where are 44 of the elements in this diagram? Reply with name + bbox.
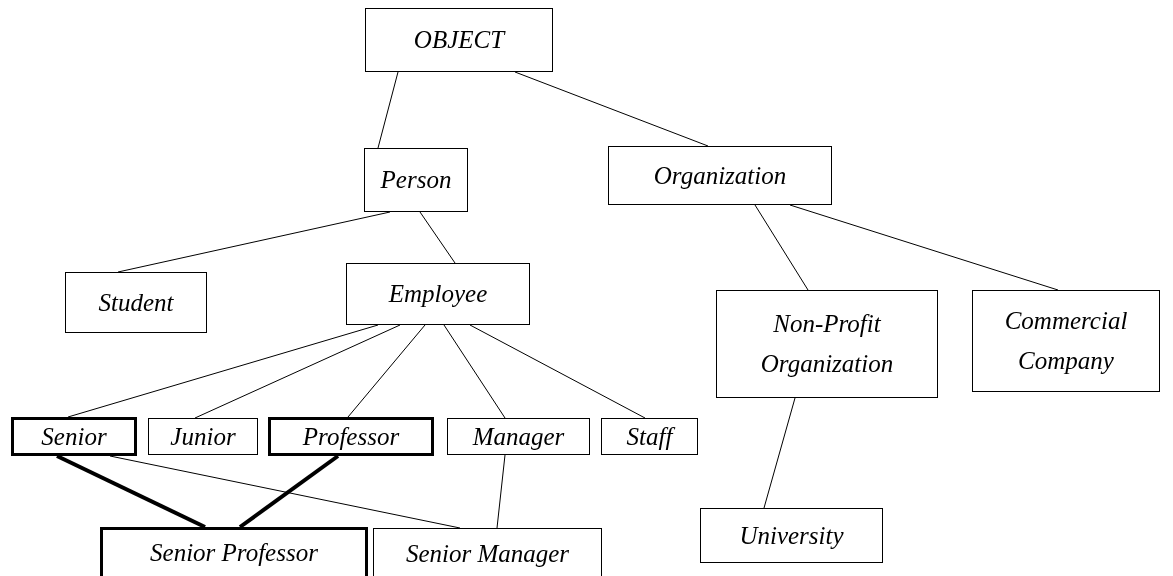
- class-box: [373, 528, 602, 576]
- class-name: Commercial Company: [1003, 306, 1129, 376]
- class-name: Employee: [388, 279, 488, 309]
- connector-line: [194, 324, 401, 419]
- connector-line: [117, 211, 391, 273]
- class-box: [148, 418, 258, 455]
- connector-line: [496, 454, 506, 529]
- class-name: Non-Profit Organization: [759, 309, 895, 379]
- class-name: Student: [98, 287, 174, 318]
- class-name: Professor: [302, 421, 400, 452]
- class-box: [972, 290, 1160, 392]
- class-name: Junior: [170, 421, 236, 452]
- connector-line: [469, 324, 646, 419]
- class-name: Senior Manager: [405, 539, 570, 569]
- connector-line: [514, 71, 709, 147]
- connector-line: [347, 324, 426, 418]
- class-box: [447, 418, 590, 455]
- connector-line: [56, 454, 206, 529]
- class-name: University: [739, 520, 844, 551]
- connector-line: [763, 397, 796, 509]
- class-box: [65, 272, 207, 333]
- class-name: OBJECT: [413, 25, 505, 55]
- connector-line: [754, 204, 809, 291]
- class-box: [700, 508, 883, 563]
- class-name: Manager: [472, 421, 565, 452]
- class-box: [268, 417, 434, 456]
- connector-line: [789, 204, 1059, 291]
- connector-line: [377, 71, 399, 149]
- class-name: Senior Professor: [150, 538, 318, 568]
- class-name: Person: [380, 165, 452, 195]
- class-box: [346, 263, 530, 325]
- class-box: [100, 527, 368, 576]
- connector-line: [67, 324, 379, 418]
- class-box: [365, 8, 553, 72]
- class-box: [608, 146, 832, 205]
- class-box: [11, 417, 137, 456]
- class-box: [716, 290, 938, 398]
- connector-line: [238, 454, 340, 529]
- connector-line: [419, 211, 456, 264]
- class-box: [364, 148, 468, 212]
- class-name: Organization: [653, 160, 787, 191]
- class-name: Senior: [41, 421, 107, 452]
- class-box: [601, 418, 698, 455]
- connector-line: [443, 324, 506, 419]
